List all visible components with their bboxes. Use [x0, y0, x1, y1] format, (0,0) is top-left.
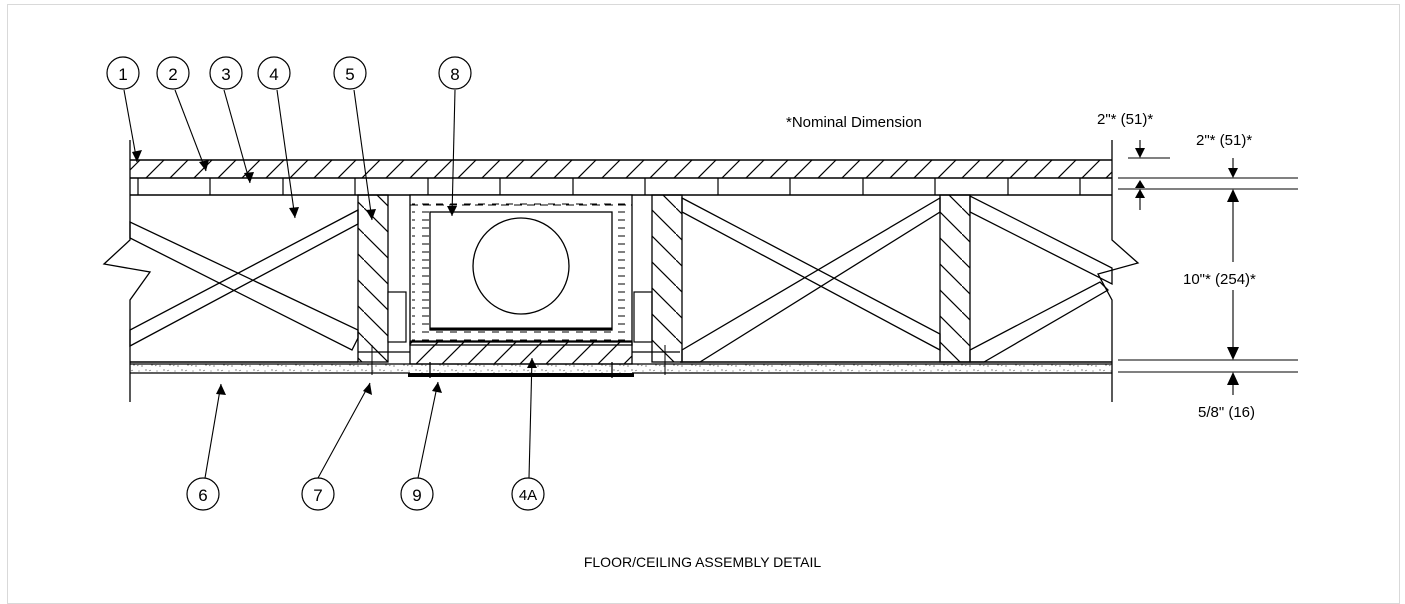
subfloor-boards	[130, 178, 1112, 196]
ceiling-gypsum-board	[130, 363, 1112, 374]
callout-8-label: 8	[450, 65, 459, 84]
callout-5-label: 5	[345, 65, 354, 84]
callout-9: 9	[400, 477, 434, 511]
callout-6-label: 6	[198, 486, 207, 505]
callout-9-label: 9	[412, 486, 421, 505]
floor-topping	[130, 159, 1112, 179]
callout-3-label: 3	[221, 65, 230, 84]
dimension-top-right-label: 2"* (51)*	[1196, 132, 1252, 149]
callout-4: 4	[257, 56, 291, 90]
callout-7-label: 7	[313, 486, 322, 505]
truss-vertical-right	[651, 194, 683, 363]
leader-arrowheads	[132, 150, 537, 395]
ceiling-damper	[408, 362, 634, 378]
drawing-frame	[7, 4, 1400, 604]
callout-7: 7	[301, 477, 335, 511]
assembly-drawing: 1 2 3 4 5 8 6 7 9 4A *Nominal Dimension	[102, 56, 1298, 511]
right-break-line	[1097, 140, 1140, 402]
leader-lines	[123, 89, 533, 479]
callout-1-label: 1	[118, 65, 127, 84]
truss-vertical-far-right	[939, 194, 971, 363]
figure-caption: FLOOR/CEILING ASSEMBLY DETAIL	[583, 554, 822, 570]
callout-2: 2	[156, 56, 190, 90]
callout-1: 1	[106, 56, 140, 90]
duct-assembly	[429, 211, 613, 331]
truss-webs-right	[681, 196, 941, 363]
dimension-arrowheads	[1135, 148, 1239, 385]
truss-webs-left	[129, 208, 359, 351]
callout-4a: 4A	[511, 477, 545, 511]
callout-4a-label: 4A	[519, 487, 537, 504]
callout-4-label: 4	[269, 65, 278, 84]
dimension-top-left-label: 2"* (51)*	[1097, 111, 1153, 128]
dimension-lines	[1118, 140, 1298, 395]
callout-6: 6	[186, 477, 220, 511]
truss-vertical-left	[357, 194, 389, 363]
dimension-depth-label: 10"* (254)*	[1183, 271, 1256, 288]
callout-2-label: 2	[168, 65, 177, 84]
callout-3: 3	[209, 56, 243, 90]
callout-5: 5	[333, 56, 367, 90]
bottom-plate	[358, 341, 680, 375]
callout-8: 8	[438, 56, 472, 90]
nominal-dimension-note: *Nominal Dimension	[786, 114, 922, 131]
dimension-ceiling-label: 5/8" (16)	[1198, 404, 1255, 421]
truss-webs-far-right	[969, 194, 1113, 363]
